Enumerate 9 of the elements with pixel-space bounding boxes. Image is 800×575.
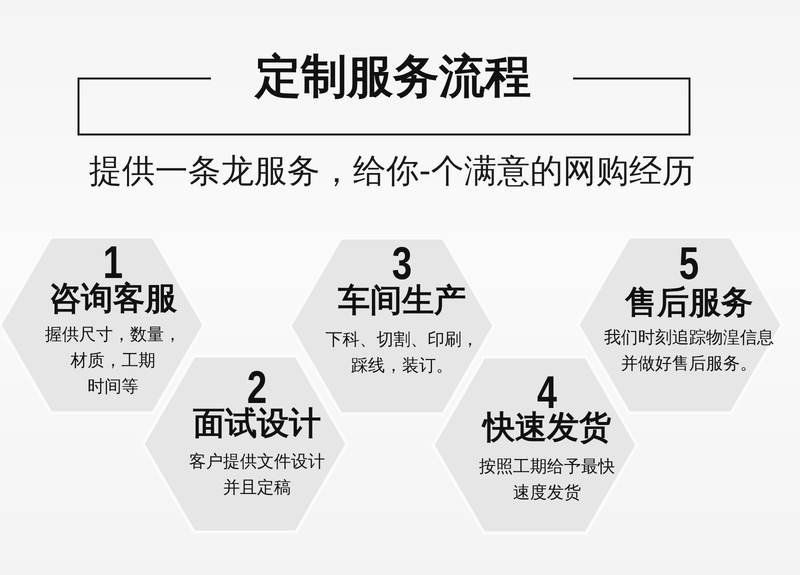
step-description: 下科、切割、印刷，踩线，装订。 xyxy=(326,329,478,378)
step-description: 按照工期给予最快速度发货 xyxy=(479,456,615,505)
step-description: 握供尺寸，数量，材质，工期时间等 xyxy=(45,324,181,399)
page-title: 定制服务流程 xyxy=(255,50,531,102)
subtitle: 提供一条龙服务，给你-个满意的网购经历 xyxy=(89,151,695,191)
step-description: 客户提供文件设计并且定稿 xyxy=(189,451,325,500)
step-title: 售后服务 xyxy=(625,284,753,320)
step-description: 我们时刻追踪物湟信息并做好售后服务。 xyxy=(604,327,774,376)
step-number: 5 xyxy=(679,240,699,286)
